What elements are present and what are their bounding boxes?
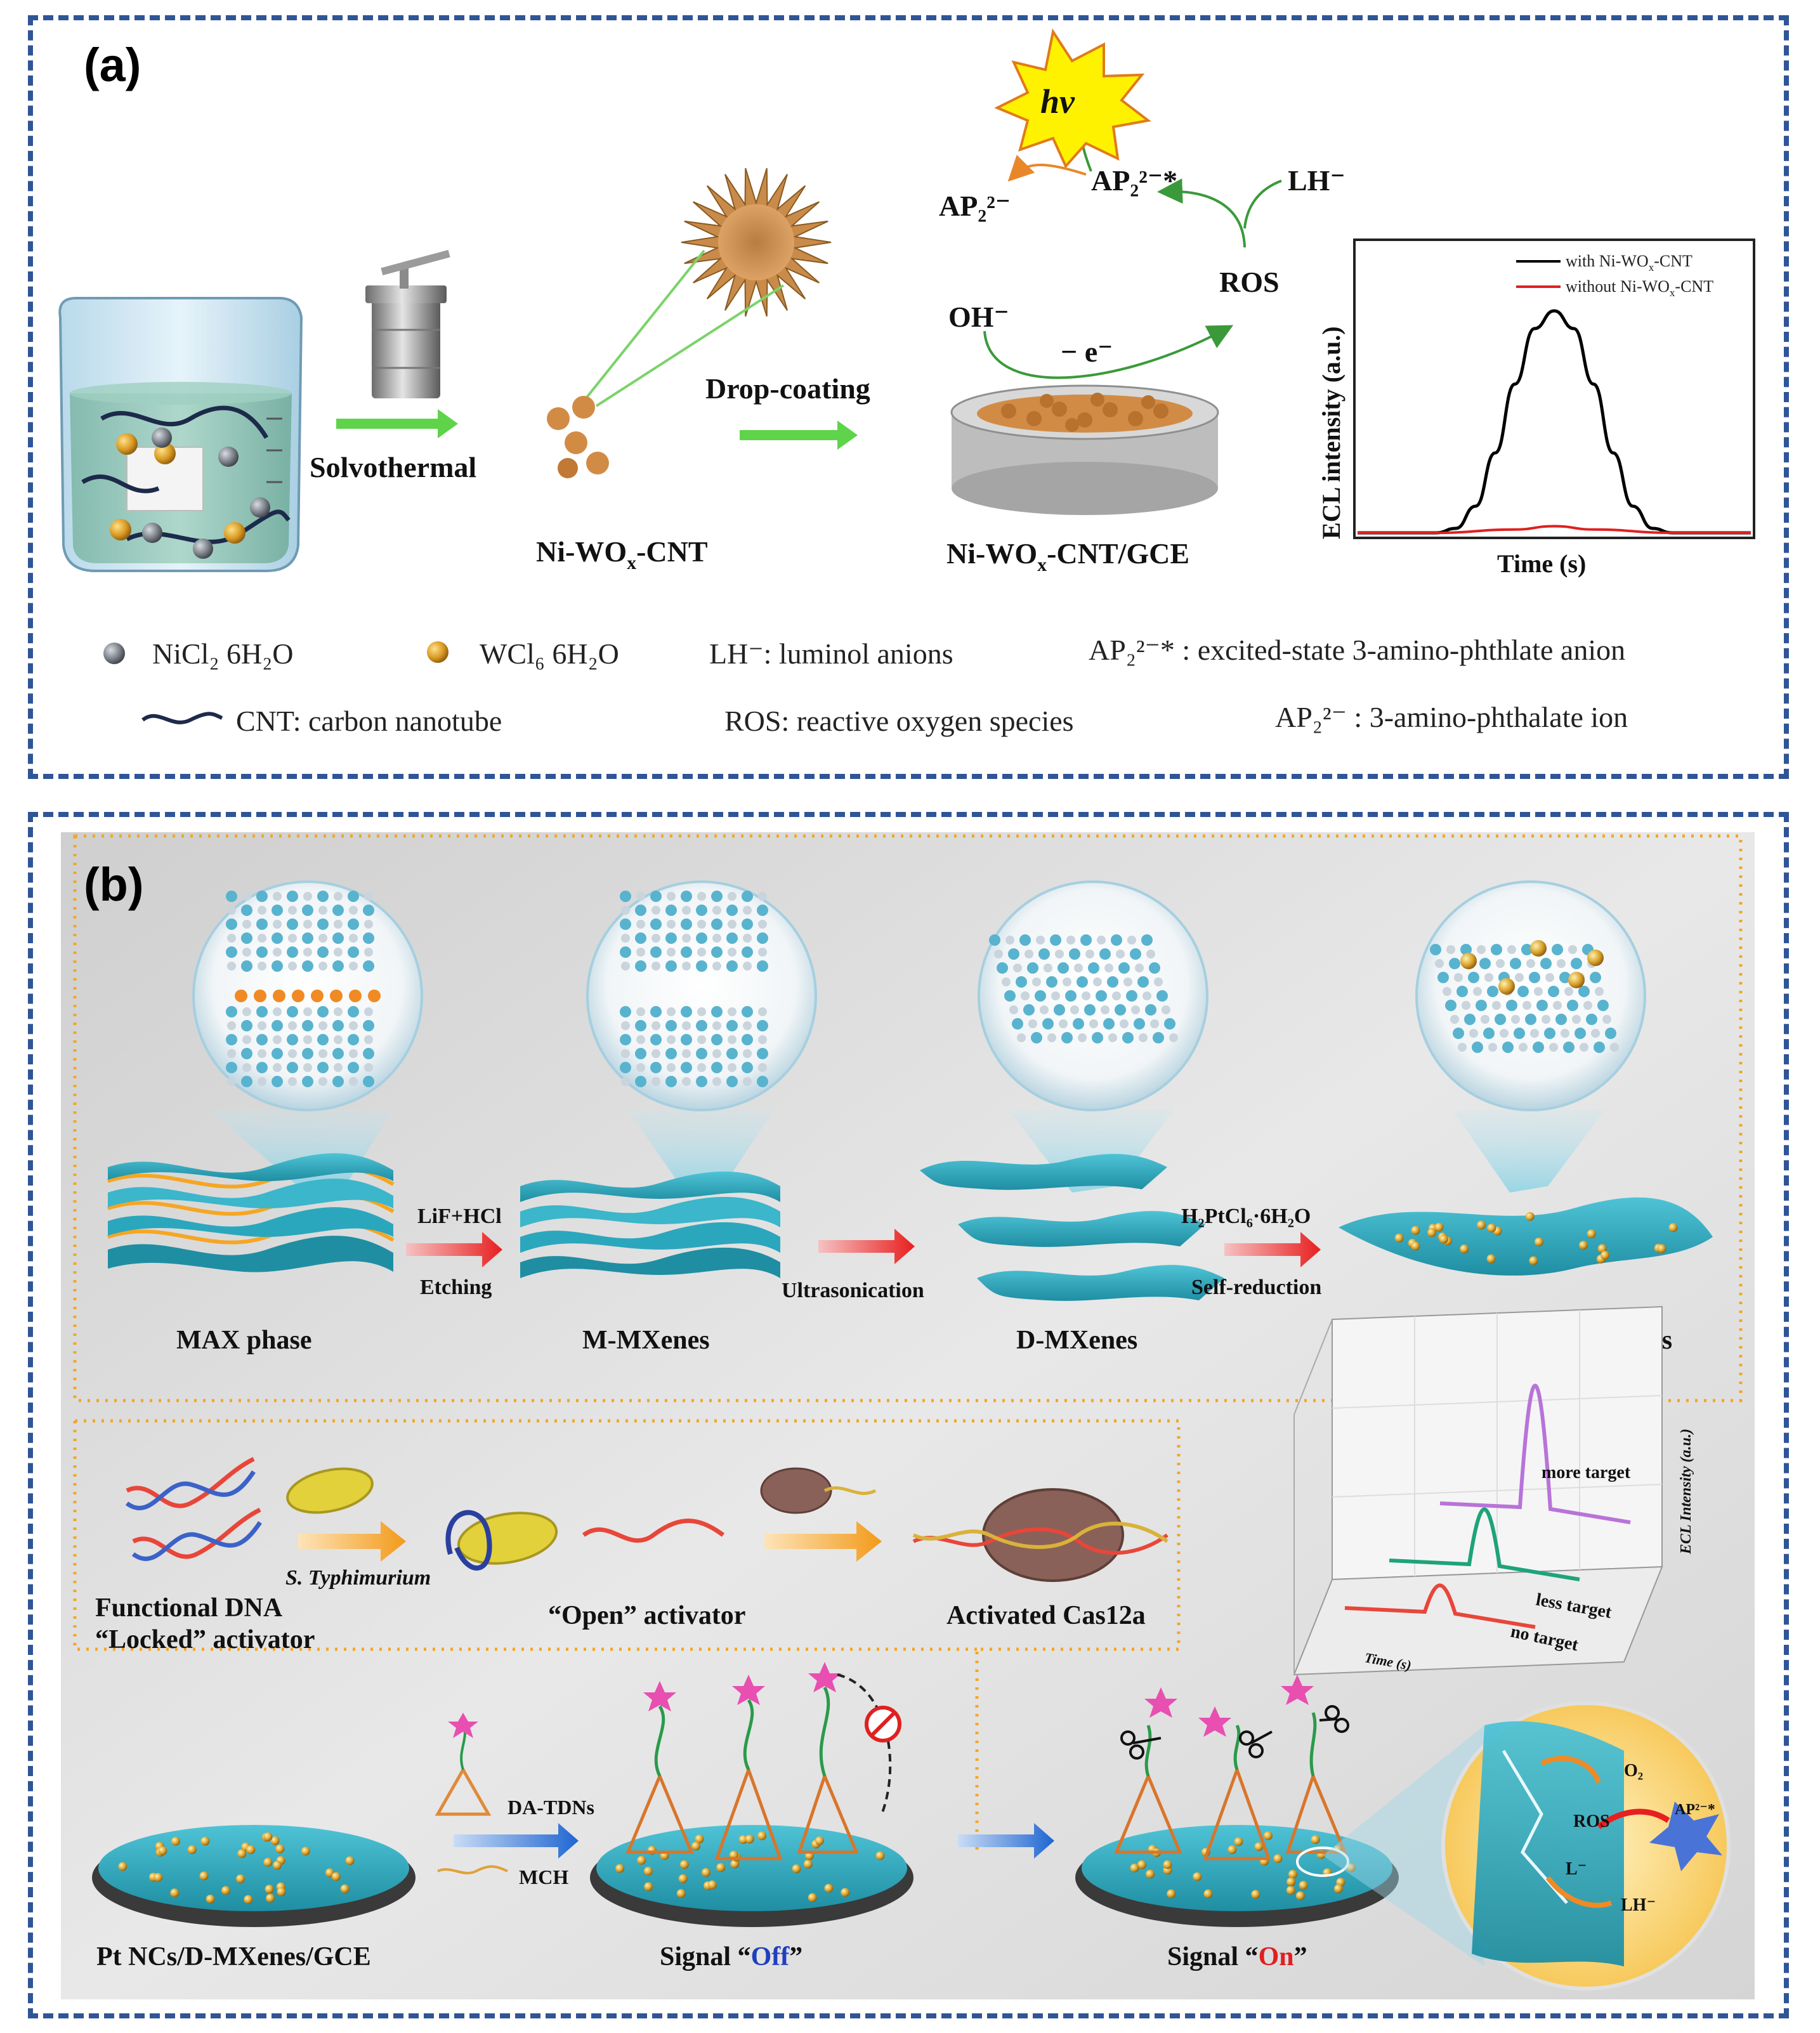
arrow-drop-coating <box>740 421 858 450</box>
chart-plot-frame <box>1353 239 1755 539</box>
arrow-electron <box>983 325 1234 379</box>
legend-cnt-def: CNT: carbon nanotube <box>236 705 502 737</box>
legend-wcl6-dot <box>427 641 448 663</box>
panel-a-diagram: (a) Solvothermal <box>58 28 1755 737</box>
arrow-to-ground <box>1007 154 1087 182</box>
legend-nicl2-dot <box>103 643 125 664</box>
chart-xlabel: Time (s) <box>1497 549 1586 578</box>
label-electron: − e⁻ <box>1061 336 1113 368</box>
label-drop-coating: Drop-coating <box>705 372 870 405</box>
legend-cnt-icon <box>141 712 223 724</box>
legend-without: without Ni-WOx-CNT <box>1566 277 1713 299</box>
beaker-particles <box>110 428 270 559</box>
zoom-line-2 <box>595 284 785 407</box>
chart-series-without <box>1357 525 1751 535</box>
electrode-gce <box>950 384 1219 515</box>
label-ap-ground: AP₂²⁻ <box>939 190 1011 222</box>
legend-with: with Ni-WOx-CNT <box>1566 252 1692 273</box>
legend-wcl6: WCl₆ 6H₂O <box>480 637 619 670</box>
label-ros: ROS <box>1219 266 1280 298</box>
panel-a-frame <box>28 15 1789 779</box>
arrow-ros-to-excited <box>1157 178 1246 248</box>
panel-b-frame <box>28 812 1789 2018</box>
label-solvothermal: Solvothermal <box>310 451 476 483</box>
label-oh: OH⁻ <box>948 301 1009 333</box>
autoclave <box>365 249 450 398</box>
label-lh: LH⁻ <box>1288 164 1345 197</box>
beaker <box>58 297 303 572</box>
label-ap-excited: AP₂²⁻* <box>1091 164 1177 197</box>
chart-ylabel: ECL intensity (a.u.) <box>1317 326 1345 539</box>
legend-ap-def: AP₂²⁻ : 3-amino-phthalate ion <box>1275 701 1628 733</box>
legend-nicl2: NiCl₂ 6H₂O <box>152 637 293 670</box>
label-hv: hν <box>1040 82 1075 121</box>
arrow-lh <box>1243 180 1282 229</box>
ecl-chart: with Ni-WOx-CNT without Ni-WOx-CNT Time … <box>1317 239 1755 578</box>
hv-burst <box>994 28 1151 169</box>
panel-a-letter: (a) <box>84 39 141 91</box>
legend-ap-excited-def: AP₂²⁻* : excited-state 3-amino-phthlate … <box>1089 634 1625 666</box>
nanoflower <box>681 167 832 317</box>
legend-lh-def: LH⁻: luminol anions <box>709 637 953 670</box>
chart-series-with <box>1357 309 1751 535</box>
arrow-solvothermal <box>336 409 458 438</box>
nanoflower-particles <box>547 396 609 478</box>
legend-ros-def: ROS: reactive oxygen species <box>724 705 1074 737</box>
label-electrode: Ni-WOx-CNT/GCE <box>946 537 1189 575</box>
label-product: Ni-WOx-CNT <box>536 535 708 573</box>
zoom-line-1 <box>581 249 705 404</box>
